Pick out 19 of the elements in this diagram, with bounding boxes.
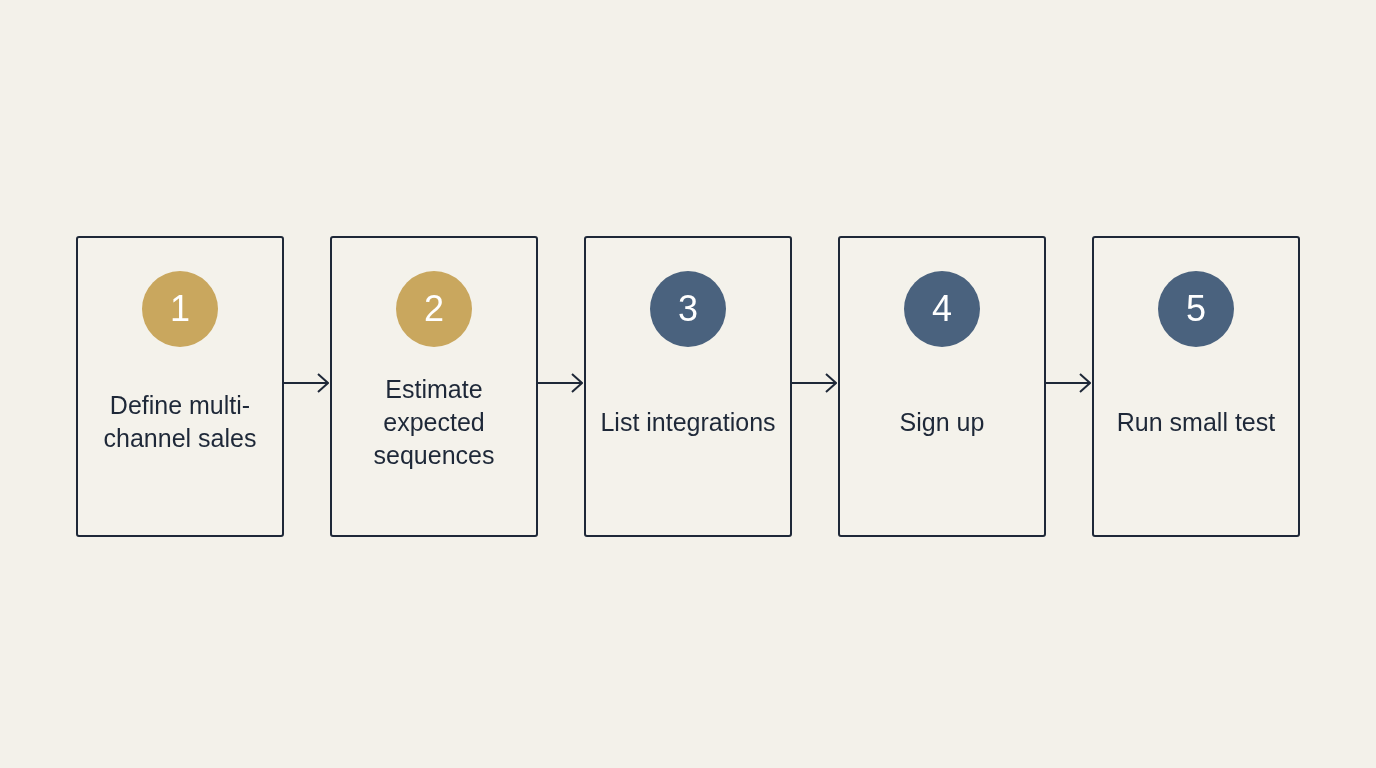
step-number-badge: 2 <box>396 271 472 347</box>
step-label: Define multi-channel sales <box>102 390 258 454</box>
step-box <box>584 236 792 537</box>
step-number-badge: 3 <box>650 271 726 347</box>
arrow <box>791 373 837 393</box>
step-box <box>330 236 538 537</box>
step-number-badge: 5 <box>1158 271 1234 347</box>
step-label: Estimate expected sequences <box>372 373 496 471</box>
step-box <box>76 236 284 537</box>
arrow <box>283 373 329 393</box>
arrow <box>537 373 583 393</box>
step-box <box>838 236 1046 537</box>
step-label: Sign up <box>899 406 985 438</box>
step-number-badge: 4 <box>904 271 980 347</box>
step-number-badge: 1 <box>142 271 218 347</box>
step-label: List integrations <box>600 406 776 438</box>
step-label: Run small test <box>1116 406 1276 438</box>
arrow <box>1045 373 1091 393</box>
step-box <box>1092 236 1300 537</box>
